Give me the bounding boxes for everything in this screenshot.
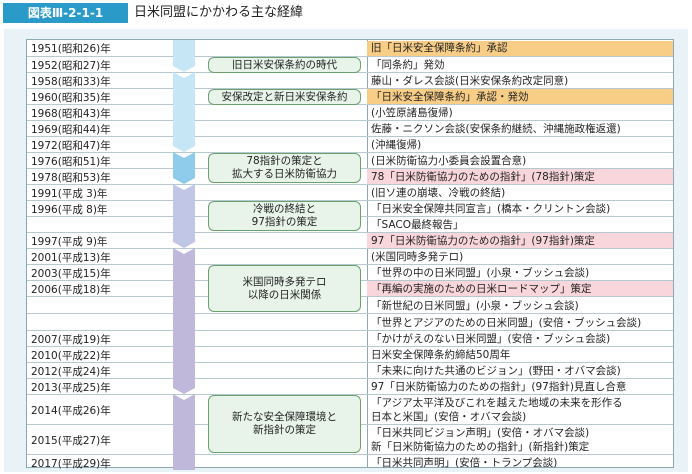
era-label: 78指針の策定と拡大する日米防衛協力	[232, 155, 337, 180]
year-cell: 2014(平成26)年	[31, 405, 111, 417]
year-cell: 1958(昭和33)年	[31, 76, 111, 88]
guideline-highlight	[367, 233, 673, 248]
figure-header: 図表Ⅲ-2-1-1 日米同盟にかかわる主な経緯	[0, 0, 692, 26]
timeline-bar	[173, 184, 195, 248]
table-row: 1968(昭和43)年 (小笠原諸島復帰)	[27, 104, 673, 121]
event-cell: 「世界の中の日米同盟」(小泉・ブッシュ会談)	[371, 267, 590, 279]
event-cell: 藤山・ダレス会談(日米安保条約改定同意)	[371, 75, 569, 87]
column-divider	[367, 40, 368, 467]
timeline-bar	[173, 40, 195, 72]
event-cell: 旧「日米安全保障条約」承認	[371, 42, 508, 54]
event-cell: 日米安全保障条約締結50周年	[371, 349, 511, 361]
event-cell: 「再編の実施のための日米ロードマップ」策定	[371, 283, 592, 295]
year-cell: 1968(昭和43)年	[31, 108, 111, 120]
table-row: 1960(昭和35)年 「日米安全保障条約」承認・発効	[27, 88, 673, 105]
year-cell: 2001(平成13)年	[31, 252, 111, 264]
era-label: 安保改定と新日米安保条約	[221, 90, 348, 103]
figure-label: 図表Ⅲ-2-1-1	[3, 3, 128, 23]
year-cell: 1960(昭和35)年	[31, 92, 111, 104]
era-box: 旧日米安保条約の時代	[208, 57, 361, 73]
year-cell: 2013(平成25)年	[31, 382, 111, 394]
timeline-table: 1951(昭和26)年 旧「日米安全保障条約」承認 1952(昭和27)年 「同条約」…	[26, 39, 674, 471]
year-cell: 2007(平成19)年	[31, 334, 111, 346]
table-row: 1972(昭和47)年 (沖縄復帰)	[27, 136, 673, 153]
year-cell: 2012(平成24)年	[31, 366, 111, 378]
year-cell: 1969(昭和44)年	[31, 124, 111, 136]
event-cell: 「SACO最終報告」	[371, 219, 464, 231]
event-cell: (日米防衛協力小委員会設置合意)	[371, 155, 527, 167]
year-cell: 1972(昭和47)年	[31, 140, 111, 152]
year-cell: 2015(平成27)年	[31, 435, 111, 447]
table-row: 1951(昭和26)年 旧「日米安全保障条約」承認	[27, 40, 673, 56]
event-cell: 97「日米防衛協力のための指針」(97指針)見直し合意	[371, 381, 627, 393]
event-cell: (沖縄復帰)	[371, 139, 422, 151]
event-cell: 「かけがえのない日米同盟」(安倍・ブッシュ会談)	[371, 333, 611, 345]
year-cell: 2006(平成18)年	[31, 284, 111, 296]
event-cell: (小笠原諸島復帰)	[371, 107, 453, 119]
timeline-bar	[173, 394, 195, 470]
era-label: 新たな安全保障環境と新指針の策定	[232, 411, 337, 436]
treaty-highlight	[367, 89, 673, 104]
table-row: 2013(平成25)年 97「日米防衛協力のための指針」(97指針)見直し合意	[27, 378, 673, 395]
era-box: 78指針の策定と拡大する日米防衛協力	[208, 153, 361, 183]
year-cell: 1996(平成 8)年	[31, 204, 108, 216]
timeline-bar	[173, 248, 195, 394]
guideline-highlight	[367, 169, 673, 184]
table-row: 1952(昭和27)年 「同条約」発効	[27, 56, 673, 73]
table-row: 1958(昭和33)年 藤山・ダレス会談(日米安保条約改定同意)	[27, 72, 673, 89]
era-box: 新たな安全保障環境と新指針の策定	[208, 395, 361, 453]
era-label: 旧日米安保条約の時代	[232, 58, 337, 71]
table-row: 「世界とアジアのための日米同盟」(安倍・ブッシュ会談)	[27, 313, 673, 331]
year-cell: 2017(平成29)年	[31, 458, 111, 470]
table-row: 2014(平成26)年 「アジア太平洋及びこれを越えた地域の未来を形作る日本と米国…	[27, 394, 673, 425]
table-row: 1976(昭和51)年 (日米防衛協力小委員会設置合意)	[27, 152, 673, 169]
event-cell: (旧ソ連の崩壊、冷戦の終結)	[371, 187, 506, 199]
event-cell: 「日米共同ビジョン声明」(安倍・オバマ会談)新「日米防衛協力のための指針」(新指…	[371, 427, 590, 453]
year-cell: 2003(平成15)年	[31, 268, 111, 280]
era-label: 米国同時多発テロ以降の日米関係	[242, 275, 327, 301]
guideline-highlight	[367, 281, 673, 296]
event-cell: 78「日米防衛協力のための指針」(78指針)策定	[371, 171, 595, 183]
event-cell: 「同条約」発効	[371, 59, 445, 71]
event-cell: 「未来に向けた共通のビジョン」(野田・オバマ会談)	[371, 365, 621, 377]
year-cell: 1978(昭和53)年	[31, 172, 111, 184]
event-cell: (米国同時多発テロ)	[371, 251, 464, 263]
era-box: 米国同時多発テロ以降の日米関係	[208, 265, 361, 312]
treaty-highlight	[367, 41, 673, 56]
year-cell: 1991(平成 3)年	[31, 188, 108, 200]
table-row: 1969(昭和44)年 佐藤・ニクソン会談(安保条約継続、沖縄施政権返還)	[27, 120, 673, 137]
event-cell: 「新世紀の日米同盟」(小泉・ブッシュ会談)	[371, 299, 579, 312]
figure-title: 日米同盟にかかわる主な経緯	[134, 5, 304, 20]
event-cell: 97「日米防衛協力のための指針」(97指針)策定	[371, 235, 595, 247]
year-cell: 1976(昭和51)年	[31, 156, 111, 168]
table-row: 2001(平成13)年 (米国同時多発テロ)	[27, 248, 673, 265]
table-row: 1996(平成 8)年 「日米安全保障共同宣言」(橋本・クリントン会談)	[27, 200, 673, 217]
table-row: 2017(平成29)年 「日米共同声明」(安倍・トランプ会談)	[27, 454, 673, 471]
event-cell: 「日米安全保障条約」承認・発効	[371, 91, 529, 103]
era-box: 安保改定と新日米安保条約	[208, 89, 361, 105]
table-row: 2012(平成24)年 「未来に向けた共通のビジョン」(野田・オバマ会談)	[27, 362, 673, 379]
year-cell: 1997(平成 9)年	[31, 236, 108, 248]
year-cell: 1952(昭和27)年	[31, 60, 111, 72]
event-cell: 佐藤・ニクソン会談(安保条約継続、沖縄施政権返還)	[371, 123, 621, 135]
year-cell: 1951(昭和26)年	[31, 43, 111, 55]
event-cell: 「日米共同声明」(安倍・トランプ会談)	[371, 457, 558, 469]
table-row: 1997(平成 9)年 97「日米防衛協力のための指針」(97指針)策定	[27, 232, 673, 249]
event-cell: 「日米安全保障共同宣言」(橋本・クリントン会談)	[371, 203, 611, 215]
timeline-bar	[173, 152, 195, 184]
table-row: 1991(平成 3)年 (旧ソ連の崩壊、冷戦の終結)	[27, 184, 673, 201]
event-cell: 「世界とアジアのための日米同盟」(安倍・ブッシュ会談)	[371, 316, 642, 329]
year-cell: 2010(平成22)年	[31, 350, 111, 362]
table-row: 2007(平成19)年 「かけがえのない日米同盟」(安倍・ブッシュ会談)	[27, 330, 673, 347]
table-row: 2010(平成22)年 日米安全保障条約締結50周年	[27, 346, 673, 363]
timeline-bar	[173, 72, 195, 152]
table-row: 2003(平成15)年 「世界の中の日米同盟」(小泉・ブッシュ会談)	[27, 264, 673, 281]
event-cell: 「アジア太平洋及びこれを越えた地域の未来を形作る日本と米国」(安倍・オバマ会談)	[371, 397, 623, 423]
